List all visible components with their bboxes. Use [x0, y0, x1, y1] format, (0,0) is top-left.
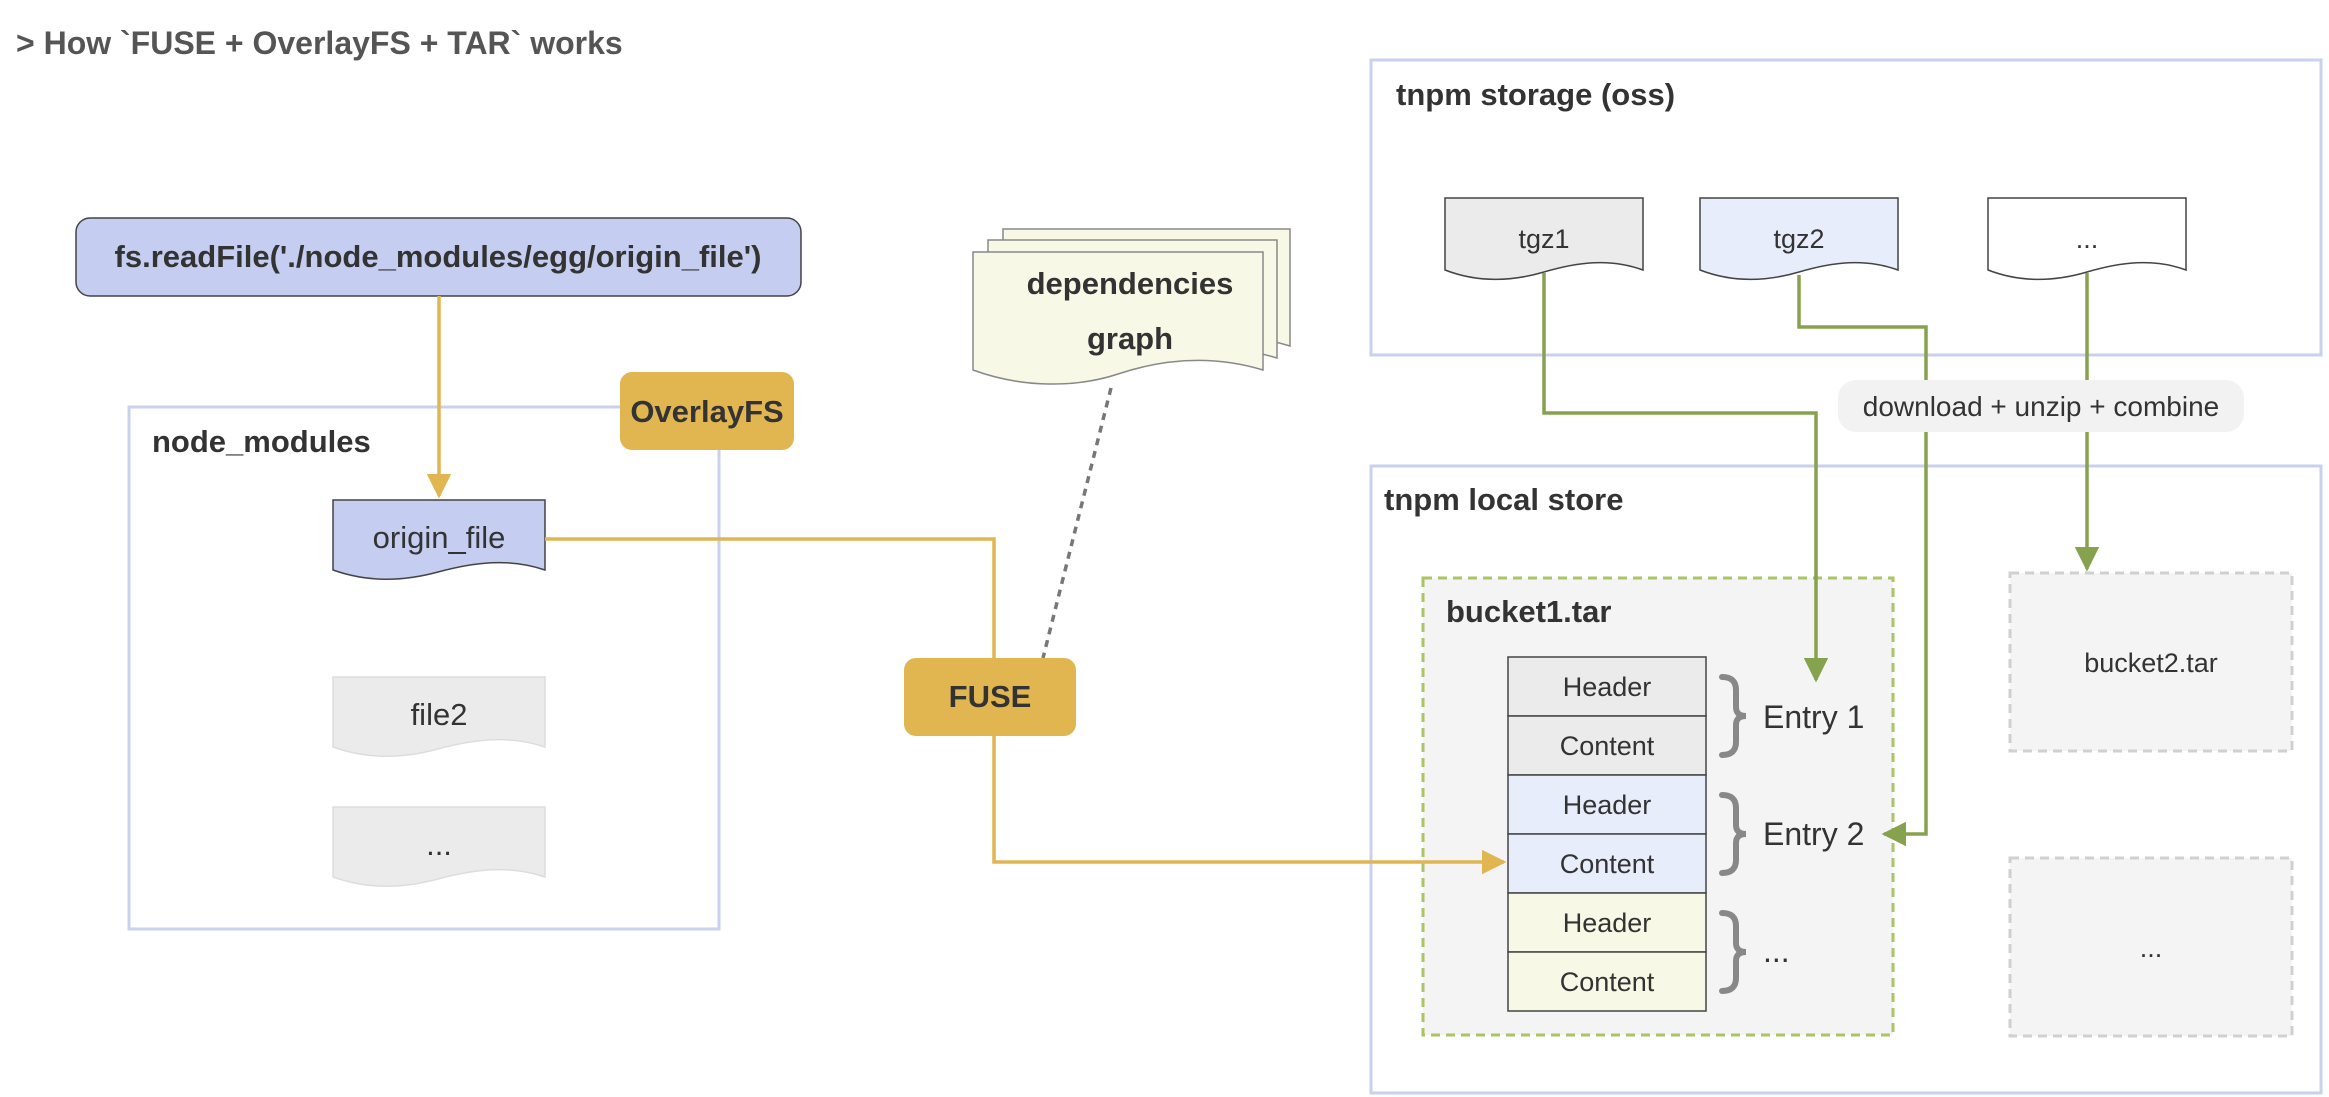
entry3-header-cell — [1507, 892, 1707, 953]
overlayfs-label: OverlayFS — [630, 394, 783, 429]
graph-label-line2: graph — [1087, 321, 1173, 356]
graph-to-fuse-dashed-link — [1041, 387, 1113, 659]
tar-row-label: Header — [1563, 672, 1652, 702]
entry1-content-cell — [1507, 715, 1707, 776]
more-buckets-container — [2008, 856, 2294, 1038]
file-more: ... — [332, 806, 546, 888]
readfile-call-box: fs.readFile('./node_modules/egg/origin_f… — [75, 217, 802, 297]
tgz2-to-entry2-arrow — [1797, 275, 1928, 847]
entry2-content-cell — [1507, 833, 1707, 894]
file-file2: file2 — [332, 676, 546, 758]
download-label-text: download + unzip + combine — [1863, 391, 2219, 422]
package-label: tgz1 — [1518, 224, 1569, 254]
file-label: ... — [426, 827, 452, 862]
package-label: ... — [2076, 224, 2099, 254]
bucket1-label: bucket1.tar — [1446, 594, 1611, 629]
bucket2-label: bucket2.tar — [2084, 648, 2218, 678]
node-modules-label: node_modules — [152, 424, 371, 459]
fuse-label: FUSE — [949, 679, 1032, 714]
tar-row-label: Header — [1563, 908, 1652, 938]
package-tgz1: tgz1 — [1444, 197, 1644, 281]
tar-row-label: Content — [1560, 967, 1655, 997]
entry2-brace-icon — [1719, 792, 1747, 876]
entry1-header-cell — [1507, 656, 1707, 717]
tar-row-label: Header — [1563, 790, 1652, 820]
graph-label-line1: dependencies — [1027, 266, 1234, 301]
entry3-label: ... — [1763, 933, 1790, 969]
tar-entries-stack: Header Content Header Content Header Con… — [1507, 656, 1707, 1012]
file-label: file2 — [411, 697, 468, 732]
entry1-brace-icon — [1719, 674, 1747, 758]
entry2-label: Entry 2 — [1763, 816, 1864, 852]
entry2-header-cell — [1507, 774, 1707, 835]
page-title: > How `FUSE + OverlayFS + TAR` works — [16, 25, 623, 61]
origin-file-to-fuse-line — [545, 537, 996, 658]
file-label: origin_file — [373, 520, 506, 555]
entry3-content-cell — [1507, 951, 1707, 1012]
entry1-label: Entry 1 — [1763, 699, 1864, 735]
entry3-brace-icon — [1719, 910, 1747, 994]
download-unzip-combine-label: download + unzip + combine — [1838, 380, 2244, 432]
tgz1-to-entry1-arrow — [1542, 273, 1829, 683]
package-label: tgz2 — [1773, 224, 1824, 254]
more-buckets-label: ... — [2140, 933, 2163, 963]
package-more: ... — [1987, 197, 2187, 281]
fuse-to-tar-content-arrow — [992, 736, 1507, 875]
fuse-badge: FUSE — [904, 658, 1076, 736]
dependencies-graph-doc: dependencies graph — [972, 228, 1291, 385]
tar-row-label: Content — [1560, 849, 1655, 879]
storage-label: tnpm storage (oss) — [1396, 77, 1675, 112]
bucket2-container — [2008, 571, 2294, 753]
file-origin-file: origin_file — [332, 499, 546, 581]
tar-row-label: Content — [1560, 731, 1655, 761]
local-store-label: tnpm local store — [1384, 482, 1623, 517]
readfile-call-label: fs.readFile('./node_modules/egg/origin_f… — [115, 239, 762, 274]
overlayfs-badge: OverlayFS — [620, 372, 794, 450]
package-tgz2: tgz2 — [1699, 197, 1899, 281]
